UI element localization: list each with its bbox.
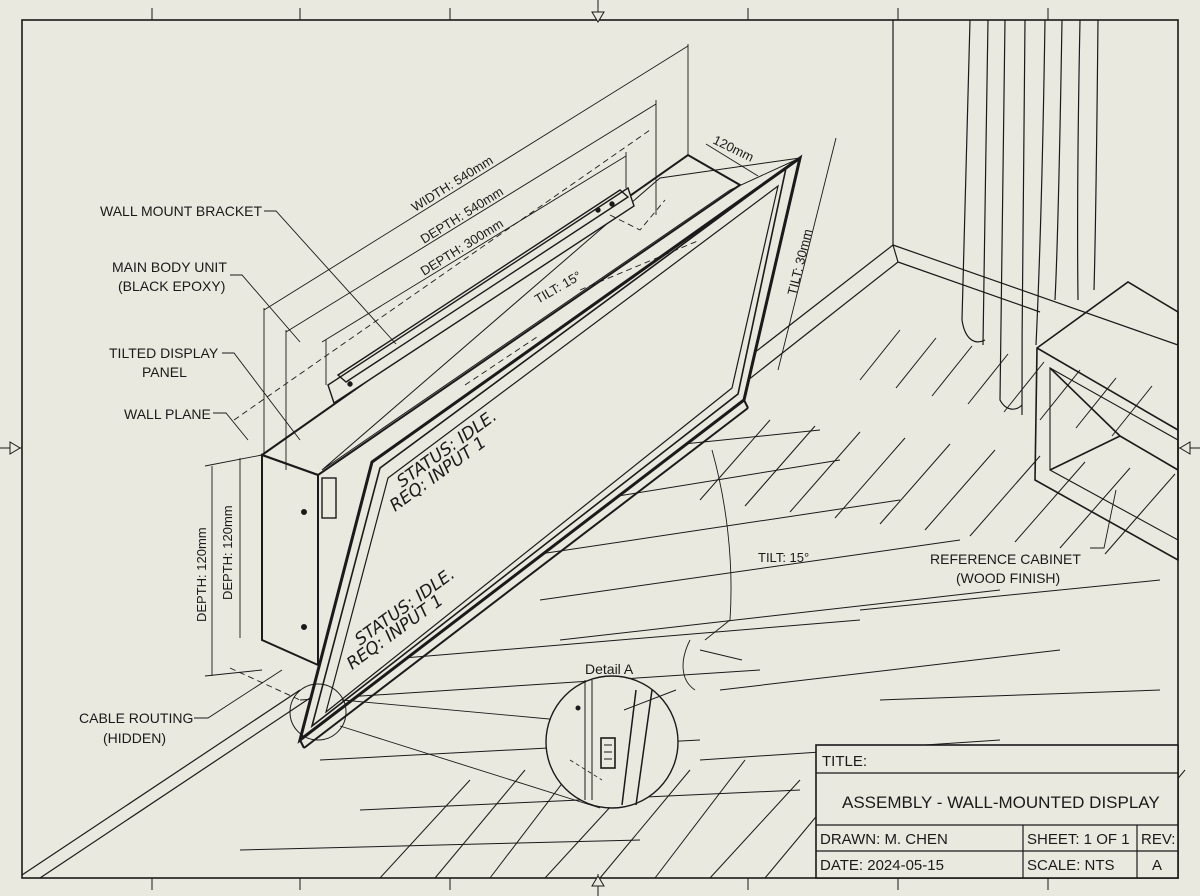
tilted-display-panel[interactable]: [297, 154, 803, 749]
display-assembly: [229, 129, 803, 749]
dim-tilt-angle: TILT: 15°: [758, 550, 809, 565]
main-body-unit[interactable]: [259, 153, 801, 667]
label-cable-1: CABLE ROUTING: [79, 710, 193, 726]
tb-drawn: DRAWN: M. CHEN: [820, 831, 948, 848]
tb-title-label: TITLE:: [822, 753, 867, 770]
dim-depth-left-a: DEPTH: 120mm: [194, 527, 209, 622]
detail-a[interactable]: [289, 675, 679, 809]
title-block: [815, 744, 1179, 879]
title-block-text: TITLE: ASSEMBLY - WALL-MOUNTED DISPLAY D…: [820, 753, 1175, 874]
label-cabinet-2: (WOOD FINISH): [956, 570, 1060, 586]
tb-rev-label: REV:: [1141, 831, 1175, 848]
tb-rev: A: [1152, 857, 1162, 874]
leader-lines: [194, 210, 1117, 719]
label-wall-plane: WALL PLANE: [124, 406, 211, 422]
label-main-body-1: MAIN BODY UNIT: [112, 259, 227, 275]
label-cable-2: (HIDDEN): [103, 730, 166, 746]
tb-title: ASSEMBLY - WALL-MOUNTED DISPLAY: [842, 793, 1160, 812]
label-wall-mount-bracket: WALL MOUNT BRACKET: [100, 203, 263, 219]
label-cabinet-1: REFERENCE CABINET: [930, 551, 1081, 567]
wall-mount-bracket[interactable]: [321, 186, 635, 519]
hidden-lines: [229, 129, 701, 701]
dim-depth-left-b: DEPTH: 120mm: [220, 505, 235, 600]
dimension-lines: [204, 44, 837, 691]
tb-scale: SCALE: NTS: [1027, 857, 1115, 874]
curtain: [961, 19, 1099, 416]
callout-labels: WALL MOUNT BRACKET MAIN BODY UNIT (BLACK…: [79, 203, 1081, 746]
room-background: [21, 19, 1179, 879]
detail-a-label: Detail A: [585, 661, 634, 677]
label-tilted-panel-2: PANEL: [142, 364, 187, 380]
tb-sheet: SHEET: 1 OF 1: [1027, 831, 1130, 848]
label-tilted-panel-1: TILTED DISPLAY: [109, 345, 219, 361]
tb-date: DATE: 2024-05-15: [820, 857, 944, 874]
label-main-body-2: (BLACK EPOXY): [118, 278, 225, 294]
